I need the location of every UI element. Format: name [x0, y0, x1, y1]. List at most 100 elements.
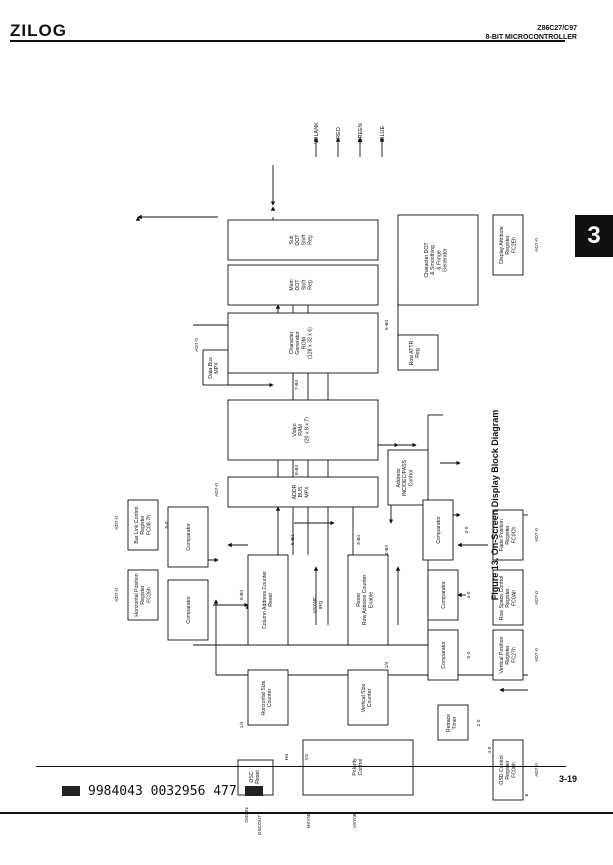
hsize-counter — [247, 669, 289, 726]
label-bit4: 4-Bit — [384, 544, 390, 555]
retrace-timer — [437, 704, 469, 741]
data-bus-mpx — [202, 349, 229, 386]
label-bit6b: 6-Bit — [384, 319, 390, 330]
block-label-osc: OSCReset — [249, 770, 261, 784]
main-dot-shift-reg — [227, 264, 379, 306]
block-label-hsize: Horizontal SizeCounter — [261, 680, 273, 715]
block-label-video-ram: VideoRAM(20 x 8 x 7) — [292, 417, 310, 443]
block-label-hpos-reg: Horizontal PositionRegisterFC26h — [134, 573, 152, 616]
block-label-vpos-reg: Vertical PositionRegisterFC27h — [499, 636, 517, 673]
vsize-counter — [347, 669, 389, 726]
block-label-addr-bus: ADDRBUSMPX — [292, 484, 310, 499]
header-rule — [10, 40, 565, 42]
zilog-logo: ZILOG — [10, 21, 67, 40]
row-space-reg — [492, 569, 524, 626]
comparator-fade — [422, 499, 454, 561]
block-label-addr-inc: AddressINC/DEC/PASSControl — [396, 459, 414, 496]
product-line: 8-BIT MICROCONTROLLER — [485, 34, 577, 41]
output-vblank: VBLANK — [314, 122, 320, 144]
page-header: Z86C27/C97 8-BIT MICROCONTROLLER — [486, 24, 577, 42]
label-bit3: 3-Bit — [356, 534, 362, 545]
block-label-row-attr: Row ATTRReg — [409, 340, 421, 365]
label-hs: HS — [284, 754, 290, 761]
label-ad-row: AD7-0 — [534, 591, 540, 605]
label-ad-chargen: AD7-0 — [194, 338, 200, 352]
hpos-reg — [127, 569, 159, 621]
barcode-mark-right — [244, 786, 263, 796]
label-vsync-irq: VSYNCIRQ — [312, 596, 324, 613]
comparator-row — [427, 569, 459, 621]
block-label-comp-row: Comparator — [441, 581, 447, 609]
bar-link-reg — [127, 499, 159, 551]
label-vsync: VSYNC — [352, 811, 358, 828]
barcode: 9984043 0032956 477 — [62, 783, 263, 799]
label-bit7: 7-Bit — [294, 379, 300, 390]
block-label-char-dot: Character DOT& Smoothing& FringeGenerato… — [424, 242, 449, 278]
output-red: RED — [336, 127, 342, 139]
label-r6: 6 — [524, 793, 530, 796]
section-tab: 3 — [575, 215, 613, 257]
label-q14b: 1/4 — [384, 661, 390, 668]
vpos-reg — [492, 629, 524, 681]
figure-caption: Figure 13. On-Screen Display Block Diagr… — [490, 410, 500, 601]
polarity-control — [302, 739, 414, 796]
bottom-rule — [0, 812, 613, 814]
block-label-fade-reg: Fade PositionRegisterFC0Ch — [499, 519, 517, 551]
block-label-comp-fade: Comparator — [436, 516, 442, 544]
diagram-labels: SubDOTShiftRegMainDOTShiftRegCharacterGe… — [114, 122, 540, 835]
barcode-text: 9984043 0032956 477 — [88, 783, 237, 799]
block-label-bar-link: Bar Link ControlRegisterFC08-7h — [134, 506, 152, 543]
block-label-osd-ctrl: OSD ControlRegisterFC00h — [499, 755, 517, 784]
addr-inc-control — [387, 449, 429, 506]
block-label-row-addr: ResetRow Address CounterEnable — [356, 575, 374, 626]
label-oscout: OSCOUT — [257, 815, 263, 836]
block-label-comp-top: Comparator — [186, 523, 192, 551]
block-label-disp-attr: Display AttributeRegisterFC2Eh — [499, 226, 517, 264]
label-bit6: 6-Bit — [239, 589, 245, 600]
char-gen-rom — [227, 312, 379, 374]
label-vs: VS — [304, 754, 310, 760]
block-label-comp-hpos: Comparator — [186, 596, 192, 624]
output-blue: BLUE — [380, 125, 386, 140]
block-label-main-dot: MainDOTShiftReg — [289, 279, 314, 291]
label-ad-vpos: AD7-0 — [534, 648, 540, 662]
addr-bus-mpx — [227, 476, 379, 508]
label-ad-disp: AD7-0 — [534, 238, 540, 252]
video-ram — [227, 399, 379, 461]
output-green: GREEN — [358, 123, 364, 143]
block-label-retrace: RetraceTimer — [446, 714, 458, 732]
page-number: 3-19 — [558, 774, 577, 784]
char-dot-generator — [397, 214, 479, 306]
column-address-counter — [247, 554, 289, 646]
block-label-comp-vpos: Comparator — [441, 641, 447, 669]
block-label-col-addr: Column Address CounterReset — [262, 571, 274, 629]
label-bit5: 5-Bit — [290, 534, 296, 545]
label-ad-hpos: AD7-0 — [114, 588, 120, 602]
block-label-vsize: Vertical SizeCounter — [361, 684, 373, 713]
label-bit8: 8-Bit — [294, 464, 300, 475]
row-address-counter — [347, 554, 389, 646]
label-r50b: 5-0 — [466, 651, 472, 658]
barcode-mark-left — [62, 786, 80, 796]
fade-reg — [492, 509, 524, 561]
label-oscin: OSCIN — [244, 807, 250, 823]
label-r50: 5-0 — [164, 521, 170, 528]
label-q14a: 1/4 — [239, 721, 245, 728]
part-number: Z86C27/C97 — [537, 25, 577, 32]
row-attr-reg — [397, 334, 439, 371]
label-ad-fade: AD7-0 — [534, 528, 540, 542]
label-r45: 4-5 — [487, 746, 493, 753]
label-ad-barlink: AD7-0 — [114, 516, 120, 530]
block-label-sub-dot: SubDOTShiftReg — [289, 234, 314, 246]
comparator-top — [167, 506, 209, 568]
diagram-body — [127, 137, 528, 801]
footer-rule — [36, 766, 566, 767]
block-label-data-bus: Data BusMPX — [208, 357, 220, 379]
label-hsync: HSYNC — [306, 811, 312, 828]
osd-control-reg — [492, 739, 524, 801]
display-attr-reg — [492, 214, 524, 276]
label-ad-osd: AD7-0 — [534, 763, 540, 777]
label-r30: 3-0 — [464, 526, 470, 533]
comparator-hpos — [167, 579, 209, 641]
